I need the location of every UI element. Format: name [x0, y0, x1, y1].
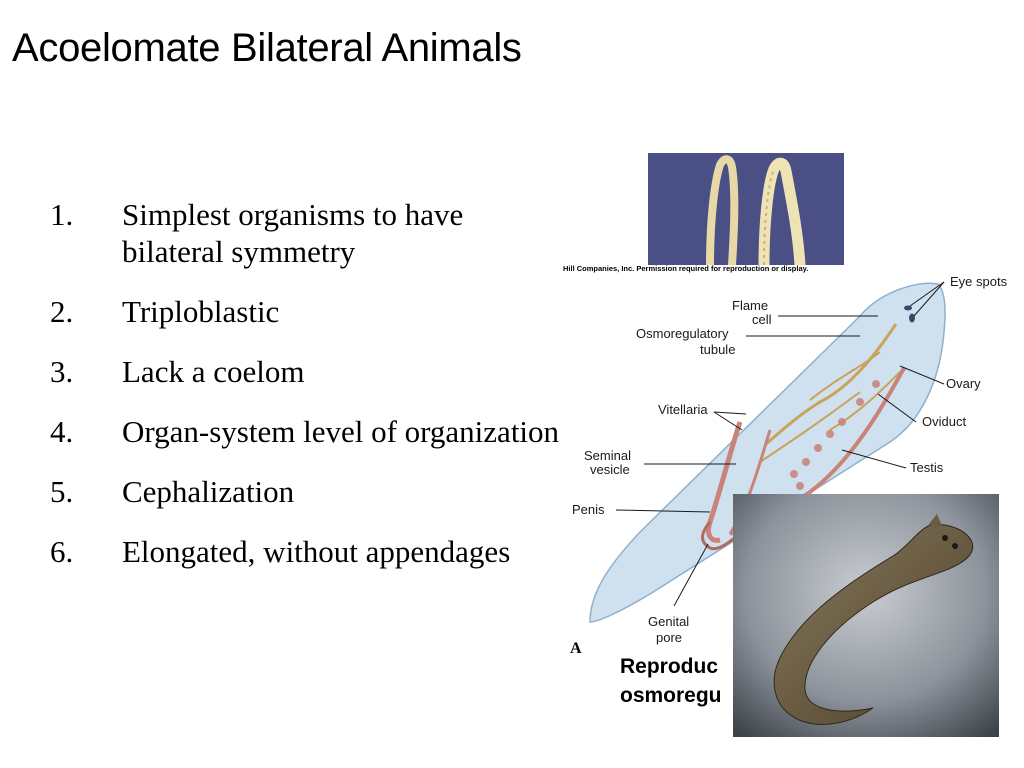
bullet-number: 2.: [50, 294, 74, 329]
diagram-label-tubule: tubule: [700, 342, 735, 357]
bullet-item: 2. Triploblastic: [50, 293, 560, 330]
bullet-text: Elongated, without appendages: [122, 534, 511, 569]
diagram-label-seminal: Seminal: [584, 448, 631, 463]
figure-caption: Reproduc osmoregu: [620, 652, 738, 710]
diagram-label-penis: Penis: [572, 502, 605, 517]
planarian-anatomy-diagram: Eye spots Flame cell Osmoregulatory tubu…: [572, 274, 1008, 645]
diagram-label-testis: Testis: [910, 460, 944, 475]
bullet-number: 1.: [50, 197, 74, 232]
flatworm-photo-illustration: [648, 153, 844, 265]
bullet-item: 1. Simplest organisms to have bilateral …: [50, 196, 560, 270]
diagram-label-oviduct: Oviduct: [922, 414, 966, 429]
bullet-item: 6. Elongated, without appendages: [50, 533, 560, 570]
bullet-number: 3.: [50, 354, 74, 389]
bullet-text: Lack a coelom: [122, 354, 305, 389]
bullet-text: Simplest organisms to have bilateral sym…: [122, 197, 464, 269]
figure-letter: A: [570, 640, 582, 657]
diagram-label-genital: Genital: [648, 614, 689, 629]
planarian-photo-illustration: [733, 494, 999, 737]
bullet-list: 1. Simplest organisms to have bilateral …: [50, 196, 560, 593]
bullet-text: Cephalization: [122, 474, 295, 509]
slide-title: Acoelomate Bilateral Animals: [12, 26, 522, 70]
caption-line-1: Reproduc: [620, 655, 719, 678]
bullet-text: Organ-system level of organization: [122, 414, 560, 449]
diagram-label-eye-spots: Eye spots: [950, 274, 1008, 289]
bullet-item: 5. Cephalization: [50, 473, 560, 510]
copyright-credit: Hill Companies, Inc. Permission required…: [563, 264, 809, 273]
diagram-label-flame-cell-2: cell: [752, 312, 772, 327]
bullet-number: 5.: [50, 474, 74, 509]
diagram-label-pore: pore: [656, 630, 682, 645]
diagram-label-ovary: Ovary: [946, 376, 981, 391]
bullet-item: 4. Organ-system level of organization: [50, 413, 560, 450]
bullet-number: 6.: [50, 534, 74, 569]
diagram-label-osmoregulatory: Osmoregulatory: [636, 326, 729, 341]
diagram-label-flame-cell: Flame: [732, 298, 768, 313]
bullet-text: Triploblastic: [122, 294, 280, 329]
bullet-number: 4.: [50, 414, 74, 449]
caption-line-2: osmoregu: [620, 684, 722, 707]
flatworm-photo-top: [648, 153, 844, 265]
diagram-label-vitellaria: Vitellaria: [658, 402, 708, 417]
diagram-label-vesicle: vesicle: [590, 462, 630, 477]
planarian-photo: [733, 494, 999, 737]
bullet-item: 3. Lack a coelom: [50, 353, 560, 390]
